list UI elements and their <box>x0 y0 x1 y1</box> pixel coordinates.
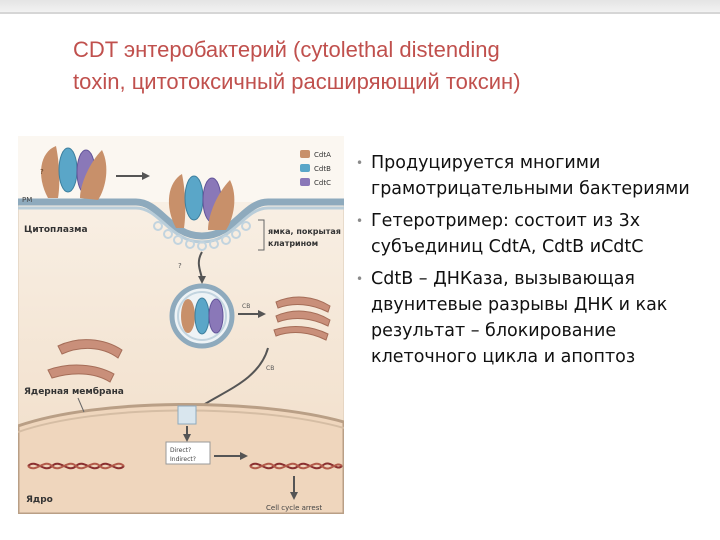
bullet-text-2: Гетеротример: состоит из 3х субъединиц C… <box>371 211 644 257</box>
arrowhead-into-nucleus <box>183 434 191 442</box>
label-cb: CB <box>242 303 250 310</box>
cdt-complex-extracellular: ? <box>40 146 107 200</box>
bullet-marker: • <box>356 156 364 170</box>
top-rule <box>0 12 720 14</box>
bullet-item-1: • Продуцируется многими грамотрицательны… <box>356 150 706 202</box>
arrowhead-to-endosome <box>198 276 206 284</box>
cdt-diagram: ? CdtA CdtB CdtC PM Цитоплазма ямка, пок… <box>18 136 344 514</box>
label-cb-2: CB <box>266 365 274 372</box>
arrow-to-endosome <box>197 251 203 279</box>
dna-strand-left <box>27 462 125 470</box>
legend-swatch-cdtb <box>300 164 310 172</box>
legend-cdta: CdtA <box>314 151 331 159</box>
question-mark: ? <box>40 168 44 176</box>
clathrin-coat <box>153 221 251 251</box>
plasma-membrane <box>18 198 344 240</box>
question-mark-2: ? <box>178 262 182 270</box>
label-pm: PM <box>22 196 32 204</box>
bullet-item-3: • CdtB – ДНКаза, вызывающая двунитевые р… <box>356 266 706 370</box>
bullet-list: • Продуцируется многими грамотрицательны… <box>356 150 706 376</box>
dna-strand-right <box>249 462 343 470</box>
title-line-2: toxin, цитотоксичный расширяющий токсин) <box>73 69 521 94</box>
legend: CdtA CdtB CdtC <box>300 150 331 187</box>
bullet-marker: • <box>356 214 364 228</box>
legend-swatch-cdta <box>300 150 310 158</box>
bullet-text-3: CdtB – ДНКаза, вызывающая двунитевые раз… <box>371 269 668 367</box>
label-nuclear-membrane: Ядерная мембрана <box>24 386 124 397</box>
bullet-marker: • <box>356 272 364 286</box>
top-band <box>0 0 720 12</box>
legend-cdtc: CdtC <box>314 179 331 187</box>
legend-swatch-cdtc <box>300 178 310 186</box>
label-clathrin-pit-2: клатрином <box>268 239 318 248</box>
endosome <box>169 283 235 349</box>
endoplasmic-reticulum <box>47 339 123 383</box>
bullet-text-1: Продуцируется многими грамотрицательными… <box>371 153 690 199</box>
arrowhead-to-golgi <box>258 310 266 318</box>
direct-indirect-box <box>165 441 211 465</box>
title-line-1: CDT энтеробактерий (cytolethal distendin… <box>73 37 500 62</box>
arrowhead-to-dna-break <box>240 452 248 460</box>
label-clathrin-pit-1: ямка, покрытая <box>268 227 341 236</box>
legend-cdtb: CdtB <box>314 165 331 173</box>
bullet-item-2: • Гетеротример: состоит из 3х субъединиц… <box>356 208 706 260</box>
label-nucleus: Ядро <box>26 495 53 505</box>
label-direct: Direct? <box>170 447 191 454</box>
nuclear-pore <box>177 405 197 425</box>
label-cytoplasm: Цитоплазма <box>24 225 88 235</box>
cdt-complex-in-pit <box>168 174 235 230</box>
nuclear-membrane-pointer <box>77 397 85 413</box>
arrowhead-to-pit <box>142 172 150 180</box>
slide-title: CDT энтеробактерий (cytolethal distendin… <box>73 34 673 98</box>
arrowhead-to-arrest <box>290 492 298 500</box>
label-cell-cycle-arrest: Cell cycle arrest <box>266 504 322 512</box>
pit-bracket <box>258 219 265 251</box>
golgi-apparatus <box>273 296 331 341</box>
label-indirect: Indirect? <box>170 456 196 463</box>
